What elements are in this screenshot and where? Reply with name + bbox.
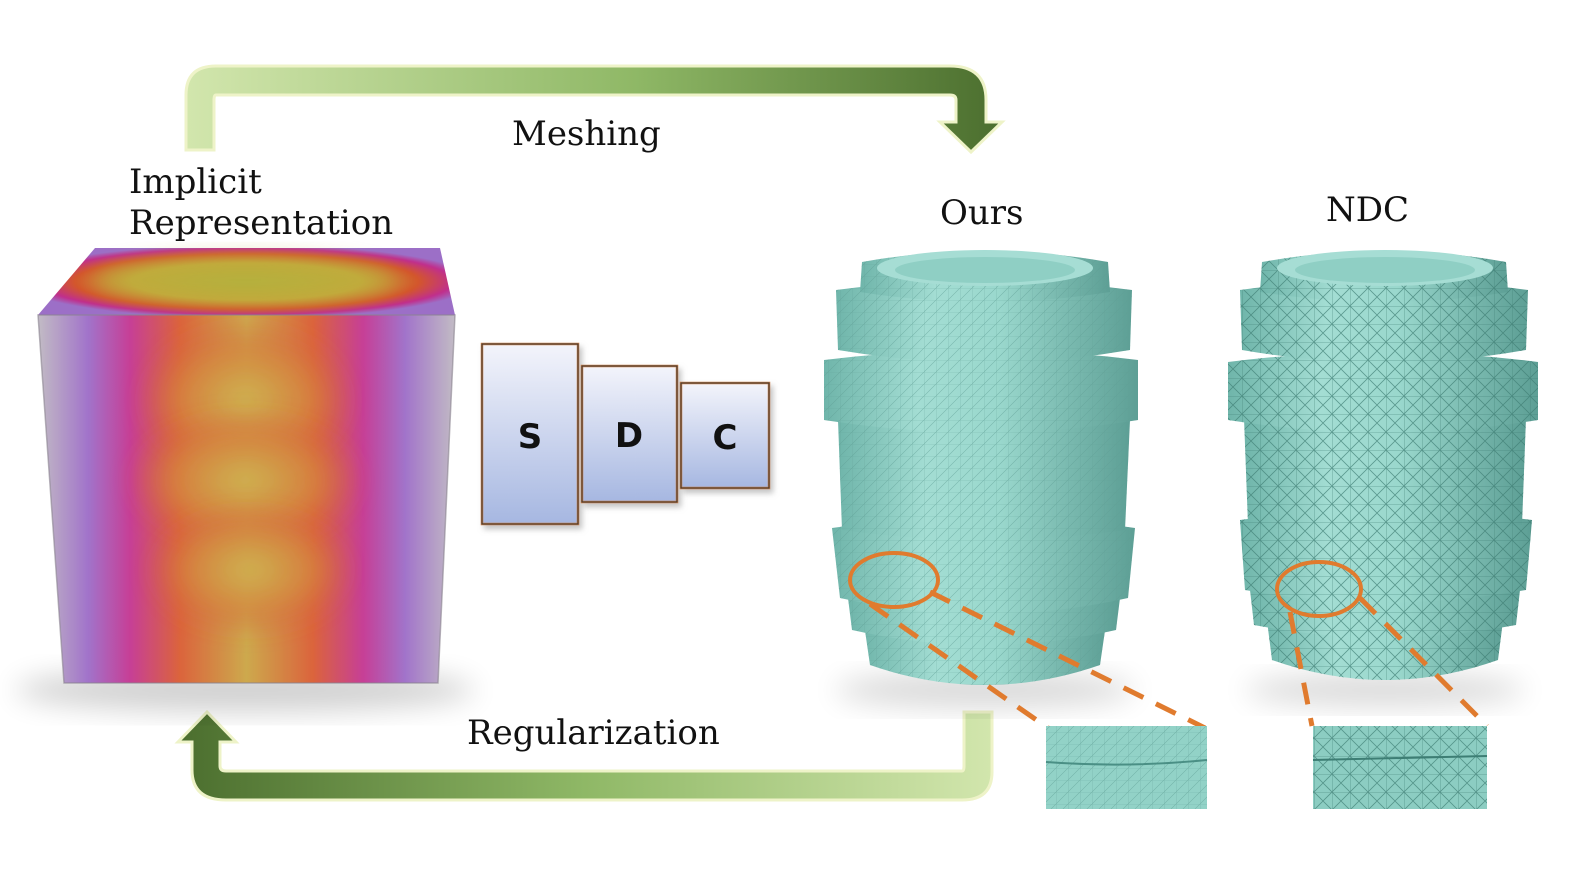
block-c: C <box>679 381 771 490</box>
meshing-arrow <box>184 64 1006 155</box>
block-d: D <box>580 364 679 504</box>
ndc-zoom-callout <box>1275 560 1489 809</box>
ours-zoom-callout <box>848 551 1208 809</box>
meshing-label: Meshing <box>512 114 661 154</box>
block-s-label: S <box>518 417 543 457</box>
ndc-label: NDC <box>1326 190 1410 230</box>
regularization-label: Regularization <box>467 713 720 753</box>
ndc-barrel-mesh <box>1228 250 1538 706</box>
ours-barrel-mesh <box>824 250 1138 708</box>
implicit-representation-cube <box>15 248 475 712</box>
block-s: S <box>480 342 580 526</box>
block-c-label: C <box>713 418 738 458</box>
network-blocks: S D C <box>480 342 771 526</box>
implicit-label-line1: Implicit <box>129 162 262 202</box>
regularization-arrow <box>174 709 994 802</box>
implicit-label-line2: Representation <box>129 203 394 243</box>
block-d-label: D <box>615 416 643 456</box>
ours-label: Ours <box>940 193 1024 233</box>
